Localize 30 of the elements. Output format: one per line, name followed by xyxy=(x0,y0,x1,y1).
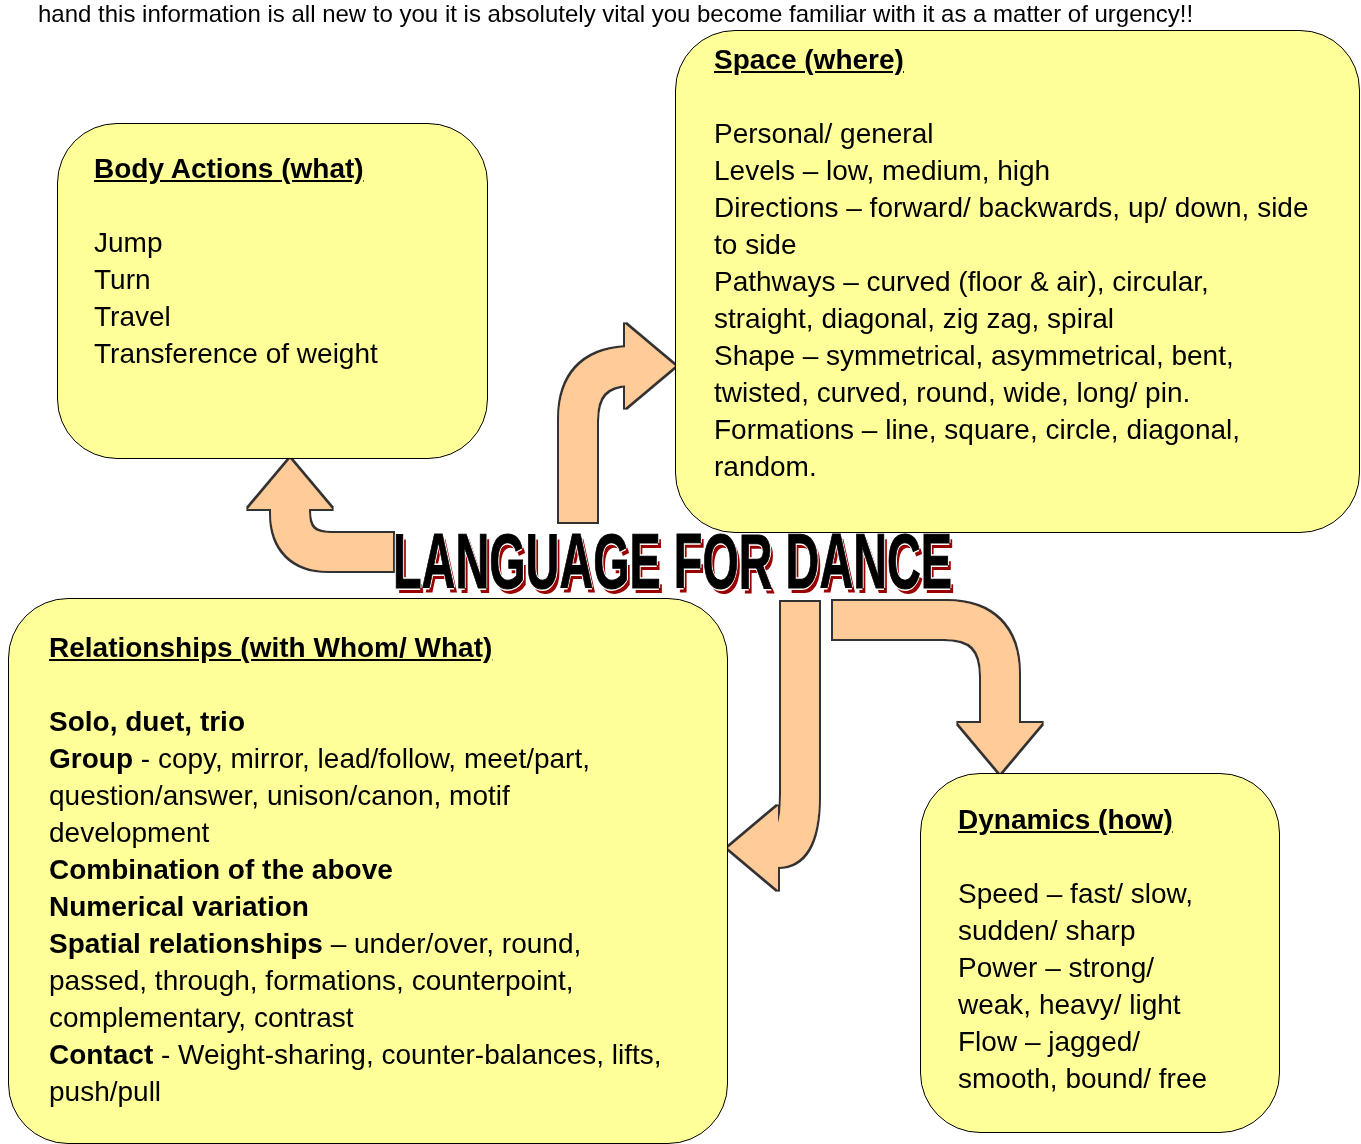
list-item: Combination of the above xyxy=(49,853,394,887)
list-item: Turn xyxy=(94,263,152,297)
list-item: Contact - Weight-sharing, counter-balances, lifts, push/pull xyxy=(49,1038,663,1109)
list-item: Directions – forward/ backwards, up/ down, side to side xyxy=(714,191,1309,262)
box-heading: Dynamics (how) xyxy=(958,803,1174,837)
box-heading: Body Actions (what) xyxy=(94,152,365,186)
list-item: Spatial relationships – under/over, round, passed, through, formations, counterpoint, complementary, contrast xyxy=(49,927,583,1035)
list-item: Transference of weight xyxy=(94,337,379,371)
box-heading: Relationships (with Whom/ What) xyxy=(49,631,494,665)
list-item: Flow – jagged/ smooth, bound/ free xyxy=(958,1025,1209,1096)
list-item: Group - copy, mirror, lead/follow, meet/part, question/answer, unison/canon, motif development xyxy=(49,742,591,850)
rounded-box xyxy=(57,123,488,459)
list-item: Pathways – curved (floor & air), circular, straight, diagonal, zig zag, spiral xyxy=(714,265,1210,336)
block-arrow xyxy=(728,602,819,890)
list-item: Numerical variation xyxy=(49,890,310,924)
list-item: Jump xyxy=(94,226,164,260)
wordart-title: LANGUAGE FOR DANCE xyxy=(393,522,952,600)
rounded-box xyxy=(675,30,1360,533)
list-item: Personal/ general xyxy=(714,117,935,151)
list-item: Formations – line, square, circle, diagonal, random. xyxy=(714,413,1242,484)
list-item: Travel xyxy=(94,300,172,334)
list-item: Solo, duet, trio xyxy=(49,705,246,739)
list-item: Speed – fast/ slow, sudden/ sharp xyxy=(958,877,1195,948)
intro-text: hand this information is all new to you it is absolutely vital you become familiar with it as a matter of urgency!! xyxy=(38,0,1195,27)
box-heading: Space (where) xyxy=(714,43,905,77)
list-item: Power – strong/ weak, heavy/ light xyxy=(958,951,1182,1022)
list-item: Levels – low, medium, high xyxy=(714,154,1052,188)
list-item: Shape – symmetrical, asymmetrical, bent, twisted, curved, round, wide, long/ pin. xyxy=(714,339,1235,410)
rounded-box xyxy=(920,773,1280,1133)
rounded-box xyxy=(8,598,728,1144)
